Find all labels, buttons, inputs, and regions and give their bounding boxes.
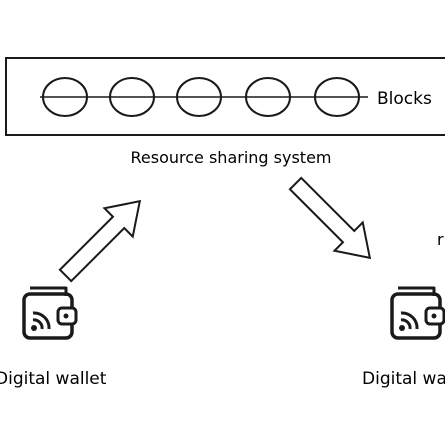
- system-label: Resource sharing system: [131, 148, 332, 167]
- blocks-label: Blocks: [377, 89, 432, 109]
- hollow-arrow-down-right-icon: [288, 176, 372, 260]
- block-chain: [40, 77, 368, 117]
- right-wallet-label: Digital wa: [362, 369, 445, 389]
- block-4: [245, 77, 291, 117]
- wallet-icon: [390, 286, 445, 340]
- block-1: [42, 77, 88, 117]
- block-5: [314, 77, 360, 117]
- left-wallet-label: Digital wallet: [0, 369, 107, 389]
- right-partial-text: r: [437, 230, 444, 249]
- blockchain-panel: Blocks: [5, 57, 445, 136]
- block-3: [176, 77, 222, 117]
- block-2: [109, 77, 155, 117]
- blockchain-frame: [5, 57, 445, 136]
- hollow-arrow-up-right-icon: [58, 199, 142, 283]
- wallet-icon: [22, 286, 78, 340]
